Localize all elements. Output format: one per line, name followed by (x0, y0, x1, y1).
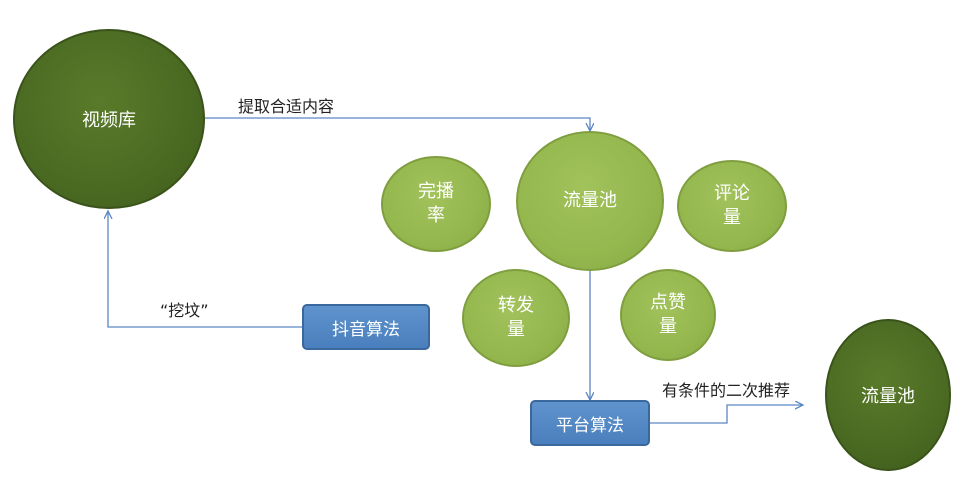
dig-grave-label: “挖坟” (160, 301, 209, 320)
arrow-library-to-pool (205, 117, 590, 131)
like-count-node: 点赞量 (620, 269, 716, 361)
traffic-pool-label: 流量池 (563, 190, 617, 211)
video-library-node: 视频库 (13, 29, 205, 209)
completion-rate-node: 完播率 (381, 156, 491, 252)
extract-content-label: 提取合适内容 (238, 97, 335, 116)
comment-count-label: 评论量 (714, 183, 750, 228)
share-count-node: 转发量 (462, 269, 570, 367)
share-count-label: 转发量 (498, 295, 534, 340)
video-library-label: 视频库 (82, 110, 136, 131)
arrow-platform-to-next-pool (650, 405, 803, 424)
completion-rate-label: 完播率 (418, 181, 454, 226)
next-traffic-pool-node: 流量池 (825, 319, 951, 471)
douyin-algorithm-label: 抖音算法 (332, 319, 400, 340)
platform-algorithm-box: 平台算法 (530, 400, 650, 446)
comment-count-node: 评论量 (677, 160, 787, 252)
like-count-label: 点赞量 (650, 292, 686, 337)
traffic-pool-node: 流量池 (516, 131, 664, 271)
douyin-algorithm-box: 抖音算法 (302, 304, 430, 350)
next-traffic-pool-label: 流量池 (861, 386, 915, 407)
arrow-douyin-to-library (108, 211, 302, 328)
conditional-recommend-label: 有条件的二次推荐 (662, 381, 791, 400)
platform-algorithm-label: 平台算法 (556, 415, 624, 436)
